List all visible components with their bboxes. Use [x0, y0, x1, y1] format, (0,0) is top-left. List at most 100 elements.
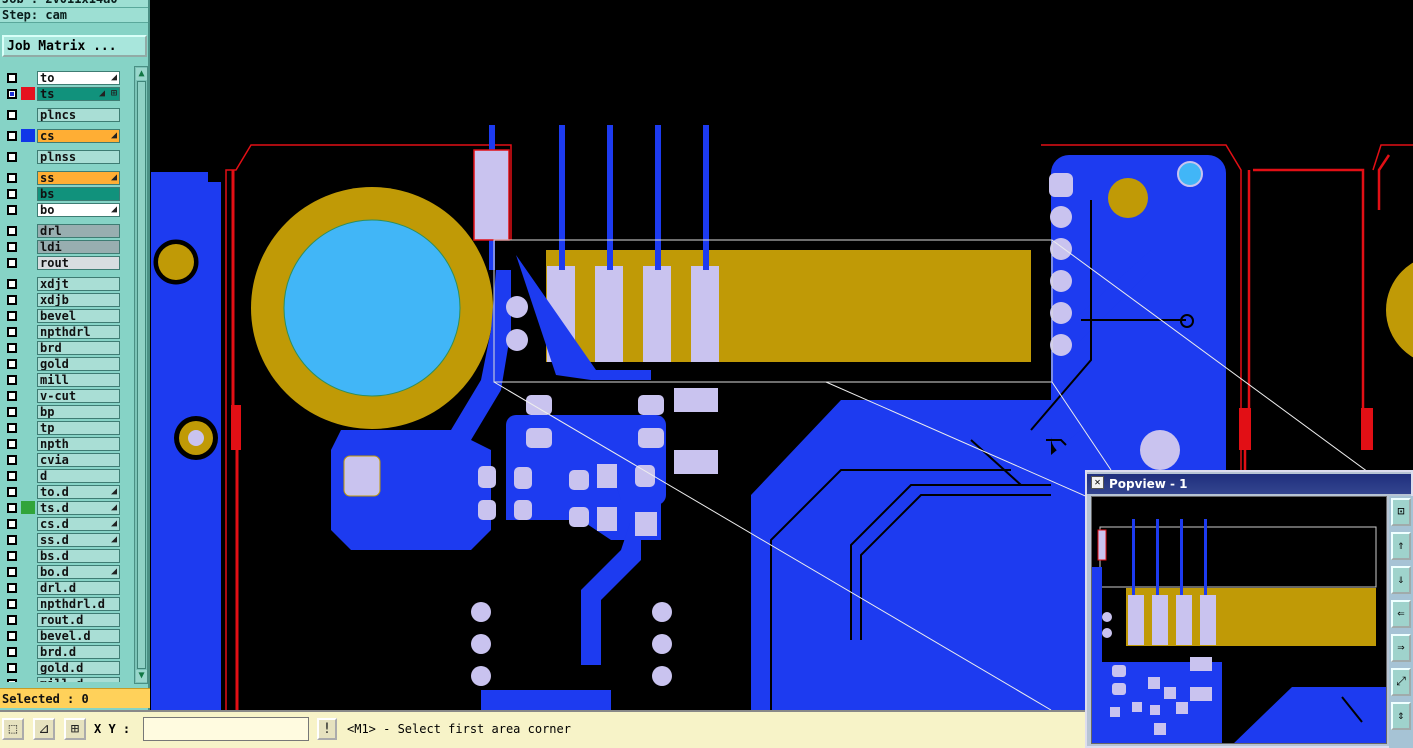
layer-color-swatch[interactable] [21, 277, 35, 290]
layer-name[interactable]: bs.d [37, 549, 120, 563]
layer-name[interactable]: npthdrl.d [37, 597, 120, 611]
layer-color-swatch[interactable] [21, 645, 35, 658]
layer-row[interactable]: cs.d◢ [2, 516, 134, 531]
layer-scrollbar[interactable]: ▲ ▼ [134, 66, 148, 684]
scroll-thumb[interactable] [137, 81, 146, 669]
layer-color-swatch[interactable] [21, 71, 35, 84]
layer-row[interactable]: cvia [2, 452, 134, 467]
layer-color-swatch[interactable] [21, 565, 35, 578]
pan-down-icon[interactable]: ⇓ [1391, 566, 1411, 594]
layer-row[interactable]: ts◢ ⊞ [2, 86, 134, 101]
layer-color-swatch[interactable] [21, 256, 35, 269]
layer-checkbox[interactable] [7, 439, 17, 449]
layer-row[interactable]: tp [2, 420, 134, 435]
layer-row[interactable]: to.d◢ [2, 484, 134, 499]
layer-checkbox[interactable] [7, 152, 17, 162]
layer-row[interactable]: brd [2, 340, 134, 355]
layer-checkbox[interactable] [7, 205, 17, 215]
layer-row[interactable]: xdjt [2, 276, 134, 291]
layer-checkbox[interactable] [7, 375, 17, 385]
layer-checkbox[interactable] [7, 519, 17, 529]
zoom-extent-icon[interactable]: ⇕ [1391, 702, 1411, 730]
layer-checkbox[interactable] [7, 110, 17, 120]
layer-row[interactable]: rout [2, 255, 134, 270]
layer-color-swatch[interactable] [21, 661, 35, 674]
layer-name[interactable]: bevel [37, 309, 120, 323]
layer-row[interactable]: ss.d◢ [2, 532, 134, 547]
layer-row[interactable]: xdjb [2, 292, 134, 307]
layer-row[interactable]: bo.d◢ [2, 564, 134, 579]
popview-titlebar[interactable]: Popview - 1 [1087, 474, 1411, 494]
layer-checkbox[interactable] [7, 471, 17, 481]
layer-color-swatch[interactable] [21, 240, 35, 253]
layer-color-swatch[interactable] [21, 677, 35, 682]
layer-color-swatch[interactable] [21, 373, 35, 386]
layer-name[interactable]: ss.d◢ [37, 533, 120, 547]
layer-row[interactable]: ss◢ [2, 170, 134, 185]
layer-name[interactable]: plncs [37, 108, 120, 122]
layer-name[interactable]: ss◢ [37, 171, 120, 185]
layer-checkbox[interactable] [7, 535, 17, 545]
layer-row[interactable]: ldi [2, 239, 134, 254]
grid-tool-icon[interactable]: ⊞ [64, 718, 86, 740]
layer-name[interactable]: rout [37, 256, 120, 270]
layer-name[interactable]: v-cut [37, 389, 120, 403]
layer-name[interactable]: drl.d [37, 581, 120, 595]
layer-color-swatch[interactable] [21, 309, 35, 322]
layer-color-swatch[interactable] [21, 629, 35, 642]
layer-row[interactable]: bs [2, 186, 134, 201]
layer-checkbox[interactable] [7, 258, 17, 268]
layer-color-swatch[interactable] [21, 357, 35, 370]
layer-name[interactable]: brd [37, 341, 120, 355]
layer-row[interactable]: bs.d [2, 548, 134, 563]
pan-right-icon[interactable]: ⇒ [1391, 634, 1411, 662]
layer-name[interactable]: brd.d [37, 645, 120, 659]
layer-checkbox[interactable] [7, 279, 17, 289]
layer-name[interactable]: npthdrl [37, 325, 120, 339]
pan-left-icon[interactable]: ⇐ [1391, 600, 1411, 628]
layer-row[interactable]: mill [2, 372, 134, 387]
layer-row[interactable]: npthdrl.d [2, 596, 134, 611]
layer-row[interactable]: gold.d [2, 660, 134, 675]
layer-name[interactable]: ldi [37, 240, 120, 254]
close-icon[interactable]: ✕ [1091, 476, 1104, 489]
layer-checkbox[interactable] [7, 131, 17, 141]
layer-color-swatch[interactable] [21, 341, 35, 354]
layer-name[interactable]: d [37, 469, 120, 483]
layer-color-swatch[interactable] [21, 87, 35, 100]
layer-checkbox[interactable] [7, 663, 17, 673]
layer-name[interactable]: bp [37, 405, 120, 419]
layer-color-swatch[interactable] [21, 437, 35, 450]
layer-checkbox[interactable] [7, 311, 17, 321]
layer-row[interactable]: bp [2, 404, 134, 419]
layer-checkbox[interactable] [7, 327, 17, 337]
layer-row[interactable]: cs◢ [2, 128, 134, 143]
popview-canvas[interactable] [1091, 496, 1387, 744]
layer-checkbox[interactable] [7, 567, 17, 577]
layer-row[interactable]: bevel [2, 308, 134, 323]
xy-coordinate-input[interactable] [143, 717, 309, 741]
layer-checkbox[interactable] [7, 599, 17, 609]
layer-checkbox[interactable] [7, 189, 17, 199]
layer-name[interactable]: cs◢ [37, 129, 120, 143]
layer-name[interactable]: mill.d [37, 677, 120, 682]
layer-row[interactable]: drl.d [2, 580, 134, 595]
layer-name[interactable]: npth [37, 437, 120, 451]
area-tool-icon[interactable]: ⬚ [2, 718, 24, 740]
layer-color-swatch[interactable] [21, 108, 35, 121]
layer-checkbox[interactable] [7, 359, 17, 369]
layer-name[interactable]: to.d◢ [37, 485, 120, 499]
job-matrix-button[interactable]: Job Matrix ... [2, 35, 147, 57]
layer-row[interactable]: to◢ [2, 70, 134, 85]
layer-name[interactable]: cvia [37, 453, 120, 467]
layer-checkbox[interactable] [7, 679, 17, 682]
layer-name[interactable]: gold.d [37, 661, 120, 675]
layer-checkbox[interactable] [7, 173, 17, 183]
zoom-fit-icon[interactable]: ⤢ [1391, 668, 1411, 696]
layer-color-swatch[interactable] [21, 581, 35, 594]
layer-color-swatch[interactable] [21, 224, 35, 237]
layer-name[interactable]: bo.d◢ [37, 565, 120, 579]
layer-name[interactable]: tp [37, 421, 120, 435]
layer-color-swatch[interactable] [21, 389, 35, 402]
layer-color-swatch[interactable] [21, 203, 35, 216]
